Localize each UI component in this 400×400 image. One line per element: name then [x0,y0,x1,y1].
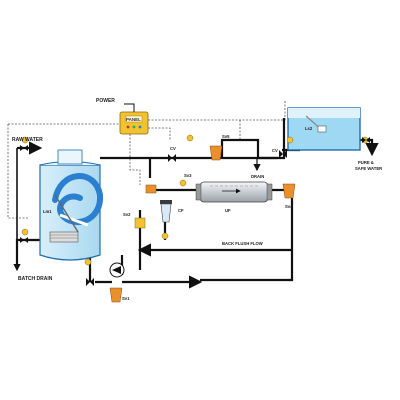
ball-valves [20,137,370,286]
feed-tank [39,149,104,261]
cartridge-filter [160,200,172,223]
label-cf: CF [178,208,184,213]
label-pure-water-2: SAFE WATER [355,166,382,171]
label-power: POWER [96,98,115,104]
label-cv-left: CV [170,146,176,151]
label-sv2: Sv2 [123,212,131,217]
label-ls2: Ls2 [305,126,313,131]
label-uf: UF [225,208,231,213]
solenoid-valves [109,145,296,303]
label-raw-water: RAW WATER [12,137,43,143]
label-sv1: Sv1 [122,296,130,301]
pure-water-tank [287,107,361,151]
label-back-flush-flow: BACK FLUSH FLOW [222,241,263,246]
label-drain: DRAIN [251,174,264,179]
label-sv4: Sv4 [285,204,293,209]
label-batch-drain: BATCH DRAIN [18,276,53,282]
label-sv5: Sv5 [222,134,230,139]
label-lm1: Lm1 [43,209,52,214]
control-panel [119,103,149,135]
label-sv3: Sv3 [184,173,192,178]
label-panel: PANEL [126,117,141,122]
drain-arrows [13,158,261,272]
label-cv-right: CV [272,148,278,153]
uf-cartridge [195,181,273,203]
pump [109,262,125,278]
label-pure-water-1: PURE & [358,160,374,165]
